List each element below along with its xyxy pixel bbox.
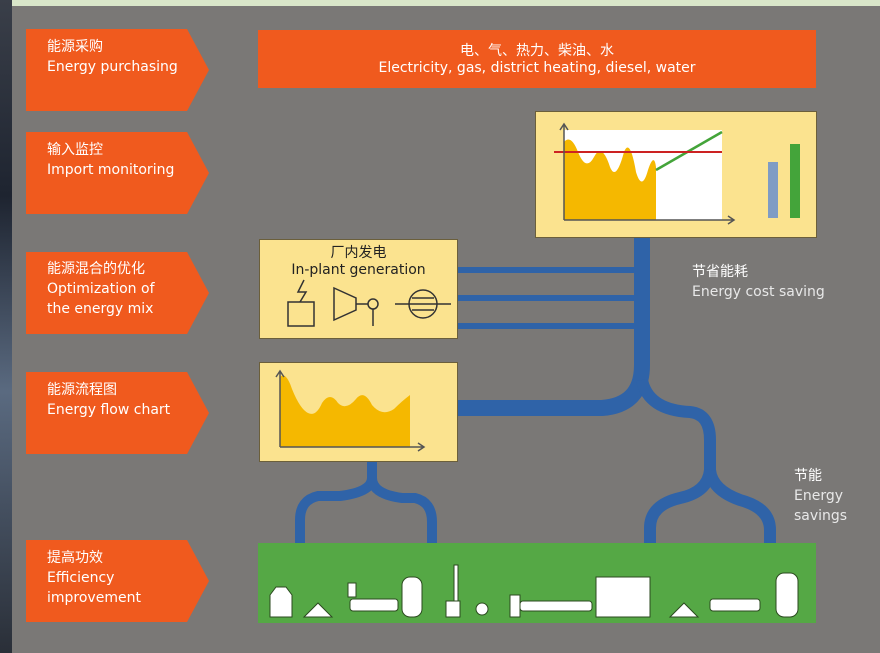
generation-zh: 厂内发电 [330,245,387,261]
cost-saving-zh: 节省能耗 [692,264,748,280]
tank-2-icon [775,572,799,618]
lightning-icon [296,279,308,303]
step-1-en: Energy purchasing [47,59,178,75]
energy-savings-label: 节能 Energy savings [794,466,878,526]
flow-chart-svg [275,369,426,452]
pipe-branch-center-right [644,469,716,560]
hopper-icon [347,582,357,598]
bar-after [790,144,800,218]
left-photo-strip [0,0,12,653]
machines-svg [269,564,799,618]
fan-icon [475,602,489,616]
step-1-zh: 能源采购 [47,39,103,55]
cost-saving-en: Energy cost saving [692,284,825,300]
flow-y-axis [275,369,285,447]
step-energy-mix: 能源混合的优化 Optimization of the energy mix [26,252,209,334]
pipe-to-middle-machines [367,477,437,560]
flow-area [280,375,410,447]
generation-icons [287,279,451,327]
sources-zh: 电、气、热力、柴油、水 [460,43,614,59]
pipe-to-right-machines [636,378,776,560]
generator-icon [287,301,315,327]
kiln-icon [519,600,593,612]
energy-sources-bar: 电、气、热力、柴油、水 Electricity, gas, district h… [258,30,816,88]
step-3-en: Optimization of the energy mix [47,281,155,317]
savings-zh: 节能 [794,468,822,484]
tank-icon [401,576,423,618]
step-efficiency-improvement: 提高功效 Efficiency improvement [26,540,209,622]
efficiency-machines-area [258,543,816,623]
silo-icon [269,586,293,618]
mill-icon [349,598,399,612]
import-monitoring-chart [535,111,817,238]
load-curve-area [564,139,656,220]
shaft-icon [367,298,379,310]
step-2-en: Import monitoring [47,162,175,178]
step-energy-flow-chart: 能源流程图 Energy flow chart [26,372,209,454]
burner-icon [509,594,521,618]
step-2-zh: 输入监控 [47,142,103,158]
step-5-en: Efficiency improvement [47,570,141,606]
step-energy-purchasing: 能源采购 Energy purchasing [26,29,209,111]
flow-x-axis [280,442,426,452]
in-plant-generation-box: 厂内发电 In-plant generation [259,239,458,339]
step-5-zh: 提高功效 [47,550,103,566]
step-4-en: Energy flow chart [47,402,171,418]
pile-2-icon [668,602,700,618]
step-3-zh: 能源混合的优化 [47,261,145,277]
cost-saving-label: 节省能耗 Energy cost saving [692,262,825,302]
x-axis [564,215,736,225]
top-strip [0,0,880,6]
step-import-monitoring: 输入监控 Import monitoring [26,132,209,214]
y-axis [559,122,569,220]
cyclone-icon [445,600,461,618]
pile-icon [302,602,334,618]
turbine-icon [333,286,357,322]
cooler-icon [595,576,651,618]
savings-en: Energy savings [794,488,848,524]
mill-2-icon [709,598,761,612]
bar-before [768,162,778,218]
generation-en: In-plant generation [291,262,426,278]
sources-en: Electricity, gas, district heating, dies… [378,60,696,76]
main-pipe-to-chart [458,238,650,416]
step-4-zh: 能源流程图 [47,382,117,398]
energy-flow-chart-box [259,362,458,462]
monitoring-chart-svg [554,122,800,225]
